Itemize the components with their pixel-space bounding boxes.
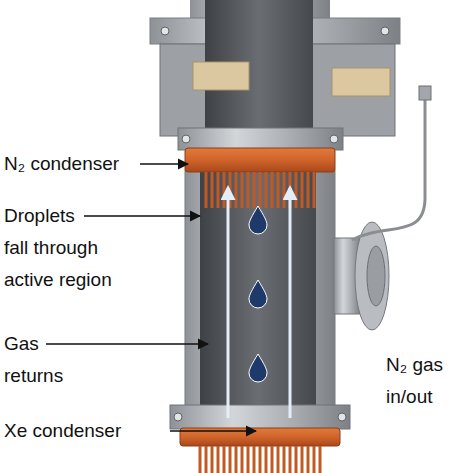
sensor-tube xyxy=(352,98,425,240)
fin xyxy=(271,446,274,473)
droplet xyxy=(249,206,267,234)
bolt xyxy=(161,27,169,35)
bolt xyxy=(330,135,338,143)
bolt xyxy=(338,413,346,421)
leader-arrow xyxy=(46,343,208,345)
fin xyxy=(223,172,226,208)
fin xyxy=(199,446,202,473)
callout-label: Xe condenser xyxy=(4,415,121,447)
chamber-wall xyxy=(185,170,335,410)
gas-flow-arrow xyxy=(227,188,230,418)
fin xyxy=(301,446,304,473)
label-line: active region xyxy=(4,264,112,296)
fin xyxy=(307,446,310,473)
fin xyxy=(229,446,232,473)
callout-label: Droplets fall through active region xyxy=(4,200,112,296)
fin xyxy=(313,172,316,208)
fin xyxy=(295,446,298,473)
droplet xyxy=(249,280,267,308)
fin xyxy=(217,446,220,473)
fin xyxy=(235,446,238,473)
leader-arrow xyxy=(84,215,200,217)
fin xyxy=(265,172,268,208)
fin xyxy=(277,172,280,208)
fin xyxy=(307,172,310,208)
fin xyxy=(217,172,220,208)
fin xyxy=(271,172,274,208)
bolt xyxy=(182,135,190,143)
bolt xyxy=(174,413,182,421)
fin xyxy=(211,172,214,208)
fin xyxy=(247,446,250,473)
insulator-block xyxy=(332,68,390,96)
port-cap xyxy=(367,246,385,306)
bolt xyxy=(381,27,389,35)
fin xyxy=(301,172,304,208)
fin xyxy=(259,172,262,208)
flange-bolts xyxy=(161,27,389,421)
leader-arrow xyxy=(140,163,188,165)
active-region xyxy=(200,170,316,410)
fin xyxy=(241,446,244,473)
fin xyxy=(265,446,268,473)
callout-label: Gas returns xyxy=(4,328,63,392)
label-line: N₂ condenser xyxy=(4,148,119,180)
fin xyxy=(205,172,208,208)
gas-flow-arrow xyxy=(289,188,292,418)
fin xyxy=(283,446,286,473)
fin xyxy=(313,446,316,473)
condenser-fins xyxy=(206,172,314,208)
sensor-fitting xyxy=(419,86,431,100)
lower-flange xyxy=(170,405,350,429)
fin xyxy=(211,446,214,473)
label-line: Droplets xyxy=(4,200,112,232)
fin xyxy=(253,446,256,473)
condenser-fins xyxy=(200,446,320,473)
upper-flange xyxy=(178,128,343,150)
fin xyxy=(289,446,292,473)
fin xyxy=(235,172,238,208)
droplet xyxy=(249,354,267,382)
fin xyxy=(223,446,226,473)
port-flange xyxy=(355,222,389,330)
leader-arrow xyxy=(170,430,256,432)
label-line: Xe condenser xyxy=(4,415,121,447)
fin xyxy=(283,172,286,208)
label-line: fall through xyxy=(4,232,112,264)
fin xyxy=(247,172,250,208)
fin xyxy=(277,446,280,473)
label-line: Gas xyxy=(4,328,63,360)
callout-label: N₂ condenser xyxy=(4,148,119,180)
fin xyxy=(295,172,298,208)
label-line: N₂ gas xyxy=(386,349,443,381)
fin xyxy=(319,446,322,473)
label-line: returns xyxy=(4,360,63,392)
callout-label: N₂ gas in/out xyxy=(386,349,443,413)
n2-condenser xyxy=(185,148,335,172)
label-line: in/out xyxy=(386,381,443,413)
fin xyxy=(241,172,244,208)
fin xyxy=(253,172,256,208)
fin xyxy=(259,446,262,473)
fin xyxy=(205,446,208,473)
insulator-block xyxy=(193,62,249,90)
